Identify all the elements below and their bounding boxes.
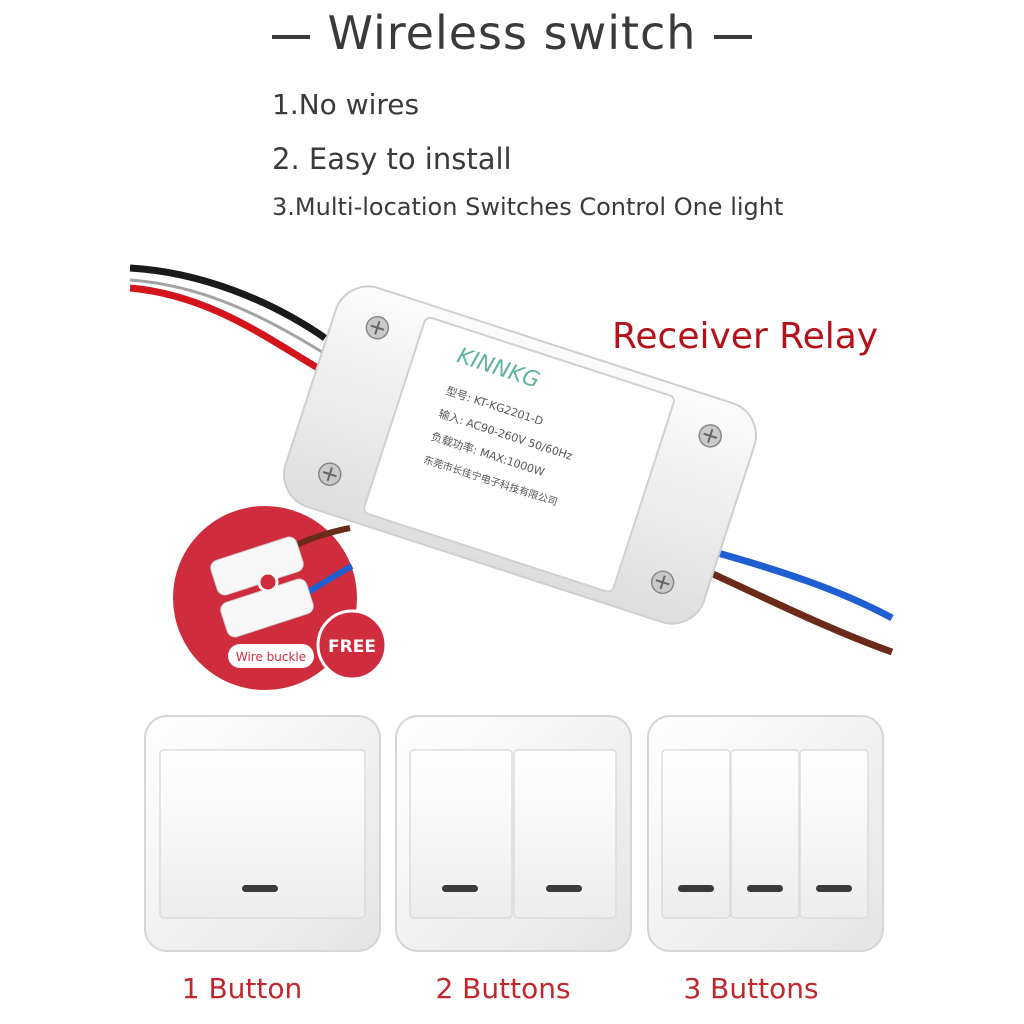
screw-icon bbox=[650, 570, 675, 595]
wire-buckle-label: Wire buckle bbox=[236, 650, 306, 664]
page-title: Wireless switch bbox=[0, 6, 1024, 60]
indicator-led bbox=[747, 885, 783, 892]
switch-1-label: 1 Button bbox=[181, 972, 303, 1005]
indicator-led bbox=[546, 885, 582, 892]
rocker-key bbox=[799, 749, 869, 919]
feature-easy-install: 2. Easy to install bbox=[272, 142, 512, 176]
rocker-key bbox=[159, 749, 366, 919]
indicator-led bbox=[242, 885, 278, 892]
rocker-key bbox=[730, 749, 800, 919]
switch-3-buttons bbox=[647, 715, 884, 952]
screw-icon bbox=[698, 424, 722, 448]
indicator-led bbox=[816, 885, 852, 892]
rocker-key bbox=[409, 749, 513, 919]
receiver-relay: KINNKG 型号: KT-KG2201-D 输入: AC90-260V 50/… bbox=[283, 285, 757, 625]
relay-label-sticker bbox=[363, 316, 675, 593]
receiver-relay-label: Receiver Relay bbox=[612, 316, 879, 357]
switch-2-label: 2 Buttons bbox=[435, 972, 571, 1005]
screw-icon bbox=[318, 462, 342, 486]
switch-2-buttons bbox=[395, 715, 632, 952]
input-wires bbox=[129, 264, 327, 372]
screw-icon bbox=[365, 315, 390, 340]
switch-3-label: 3 Buttons bbox=[683, 972, 819, 1005]
switch-1-button bbox=[144, 715, 381, 952]
indicator-led bbox=[678, 885, 714, 892]
indicator-led bbox=[442, 885, 478, 892]
free-tag: FREE bbox=[328, 637, 376, 657]
wire-buckle-icon bbox=[210, 536, 314, 638]
feature-multi-location: 3.Multi-location Switches Control One li… bbox=[272, 193, 784, 221]
feature-no-wires: 1.No wires bbox=[272, 88, 420, 121]
title-dash-left bbox=[271, 34, 310, 39]
output-wires bbox=[698, 544, 894, 656]
rocker-key bbox=[661, 749, 731, 919]
title-text: Wireless switch bbox=[327, 6, 697, 60]
rocker-key bbox=[513, 749, 617, 919]
title-dash-right bbox=[714, 34, 753, 39]
wire-buckle-badge: Wire buckle FREE bbox=[173, 506, 388, 690]
